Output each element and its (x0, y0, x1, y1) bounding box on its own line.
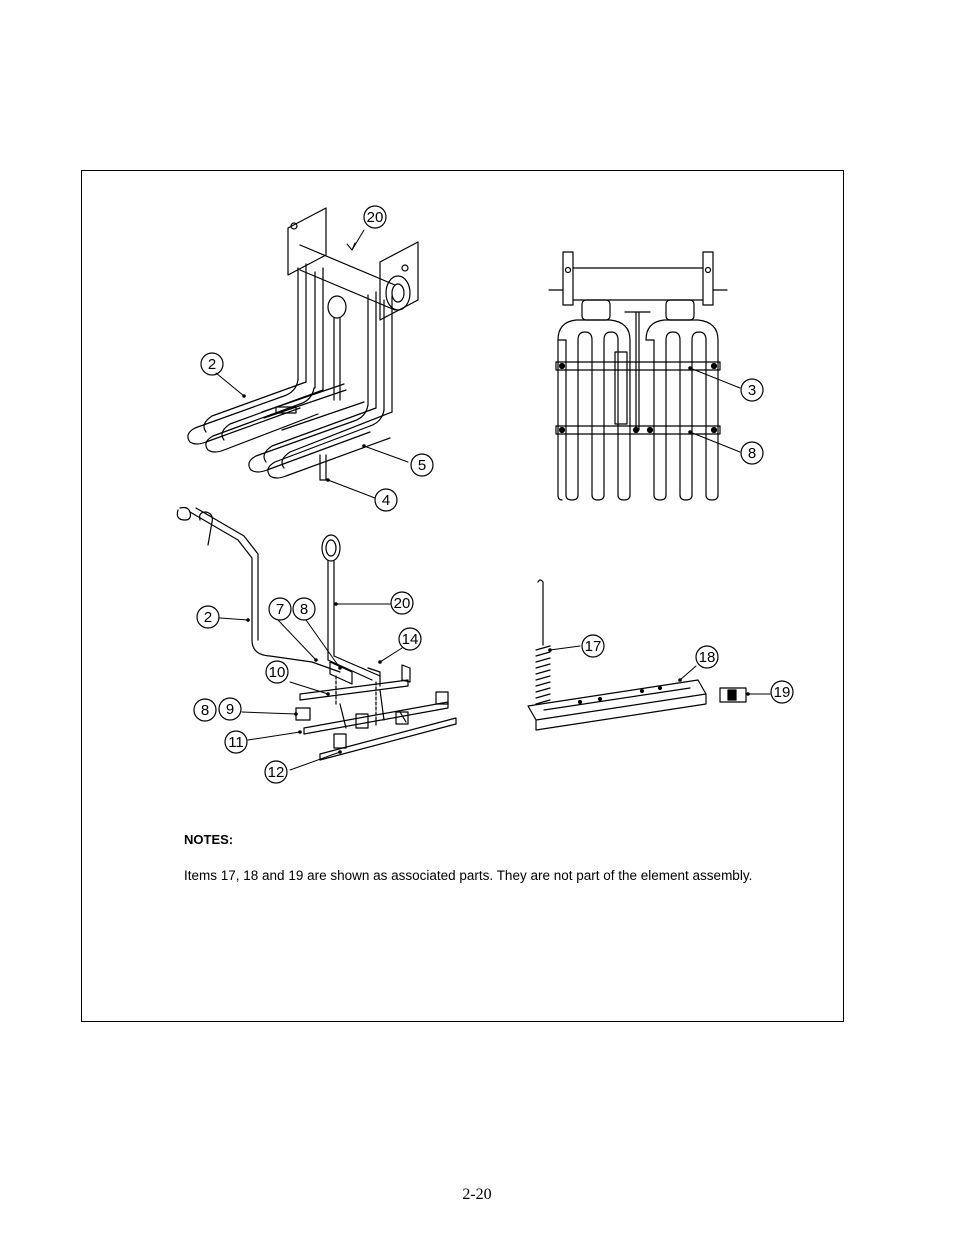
callout-20-top (363, 205, 387, 229)
callout-2-top (200, 352, 224, 376)
callout-8-top (740, 441, 764, 465)
callout-3 (740, 378, 764, 402)
callout-4-label: 4 (382, 492, 390, 509)
notes-body: Items 17, 18 and 19 are shown as associa… (184, 868, 753, 883)
callout-14-label: 14 (402, 631, 419, 648)
element-assembly-front (548, 251, 728, 501)
callout-8-top-label: 8 (748, 445, 756, 462)
probe-exploded (176, 506, 457, 761)
callout-18-label: 18 (699, 649, 716, 666)
callout-19 (770, 680, 794, 704)
callout-7 (268, 597, 292, 621)
callout-2-mid-label: 2 (204, 609, 212, 626)
callout-3-label: 3 (748, 382, 756, 399)
callout-18 (695, 645, 719, 669)
callout-8-mid-label: 8 (300, 601, 308, 618)
callout-12-label: 12 (268, 764, 285, 781)
callout-5 (410, 453, 434, 477)
callout-19-label: 19 (774, 684, 791, 701)
callout-8-low (193, 698, 217, 722)
callout-20-mid (390, 591, 414, 615)
leader-lines (215, 229, 771, 771)
notes-title: NOTES: (184, 832, 234, 847)
callout-8-mid (292, 597, 316, 621)
callout-20-top-label: 20 (367, 209, 384, 226)
callout-8-low-label: 8 (201, 702, 209, 719)
callout-4 (374, 488, 398, 512)
callout-7-label: 7 (276, 601, 284, 618)
callout-17-label: 17 (585, 638, 602, 655)
callout-2-mid (196, 605, 220, 629)
page-number: 2-20 (462, 1186, 492, 1203)
callout-10-label: 10 (269, 664, 286, 681)
callout-9-label: 9 (226, 701, 234, 718)
callout-14 (398, 627, 422, 651)
callout-9 (218, 697, 242, 721)
callout-11 (224, 730, 248, 754)
callout-5-label: 5 (418, 457, 426, 474)
callout-20-mid-label: 20 (394, 595, 411, 612)
figure-frame (81, 170, 844, 1022)
callout-2-top-label: 2 (208, 356, 216, 373)
callout-17 (581, 634, 605, 658)
callout-10 (265, 660, 289, 684)
rail-assembly (527, 579, 747, 731)
callout-11-label: 11 (228, 734, 244, 751)
callouts: 20 2 5 4 3 8 2 7 8 20 14 10 8 9 11 12 17 (193, 205, 794, 784)
element-assembly-iso (187, 207, 419, 481)
callout-12 (264, 760, 288, 784)
